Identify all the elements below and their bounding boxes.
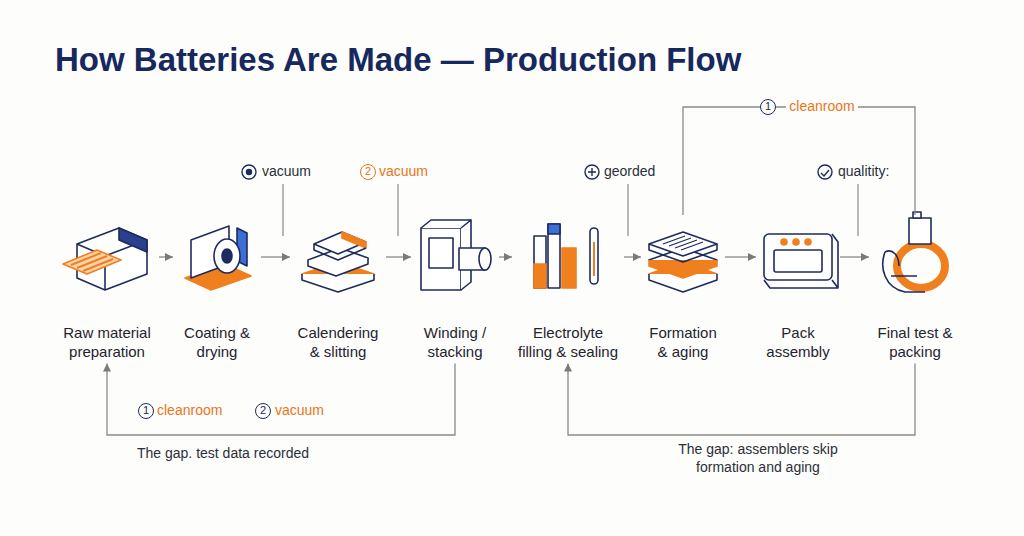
process-stage: Pack assembly	[756, 215, 840, 364]
stage-label: Coating & drying	[177, 324, 257, 362]
stage-icons	[63, 212, 945, 292]
process-note: cleanroom	[157, 402, 222, 420]
symbol-icons	[242, 165, 832, 179]
process-note: vacuum	[262, 163, 311, 181]
stage-label: Formation & aging	[645, 324, 721, 362]
stage-label: Raw material preparation	[59, 324, 155, 362]
stage-label: Pack assembly	[760, 324, 836, 362]
flow-arrow	[386, 256, 411, 257]
flow-arrow	[568, 364, 915, 436]
process-stage: Raw material preparation	[55, 215, 159, 364]
process-note: vacuum	[275, 402, 324, 420]
callout-number: 1	[760, 99, 776, 115]
process-note: qualitity:	[838, 163, 889, 181]
flow-arrow	[840, 256, 869, 257]
callout-number: 2	[360, 164, 376, 180]
flow-arrow	[107, 364, 455, 436]
flow-arrow	[499, 256, 512, 257]
process-note: georded	[604, 163, 655, 181]
process-stage: Calendering & slitting	[290, 215, 386, 364]
callout-number: 2	[255, 403, 271, 419]
process-stage: Coating & drying	[173, 215, 261, 364]
process-stage: Formation & aging	[641, 215, 725, 364]
stage-label: Calendering & slitting	[294, 324, 382, 362]
gap-note: The gap. test data recorded	[137, 445, 309, 463]
stage-label: Winding / stacking	[415, 324, 495, 362]
flow-arrow	[725, 256, 756, 257]
edge-label: cleanroom	[786, 98, 857, 116]
diagram-title: How Batteries Are Made — Production Flow	[55, 40, 741, 80]
process-note: vacuum	[379, 163, 428, 181]
gap-note: The gap: assemblers skip formation and a…	[667, 441, 849, 476]
stage-label: Final test & packing	[873, 324, 957, 362]
leader-lines	[283, 184, 858, 236]
flow-arrow	[261, 256, 290, 257]
callout-number: 1	[138, 403, 154, 419]
flow-arrow	[624, 256, 641, 257]
process-stage: Winding / stacking	[411, 215, 499, 364]
stage-label: Electrolyte filling & sealing	[516, 324, 620, 362]
flow-arrow	[683, 107, 915, 215]
flow-arrow	[159, 256, 173, 257]
process-stage: Electrolyte filling & sealing	[512, 215, 624, 364]
process-stage: Final test & packing	[869, 215, 961, 364]
